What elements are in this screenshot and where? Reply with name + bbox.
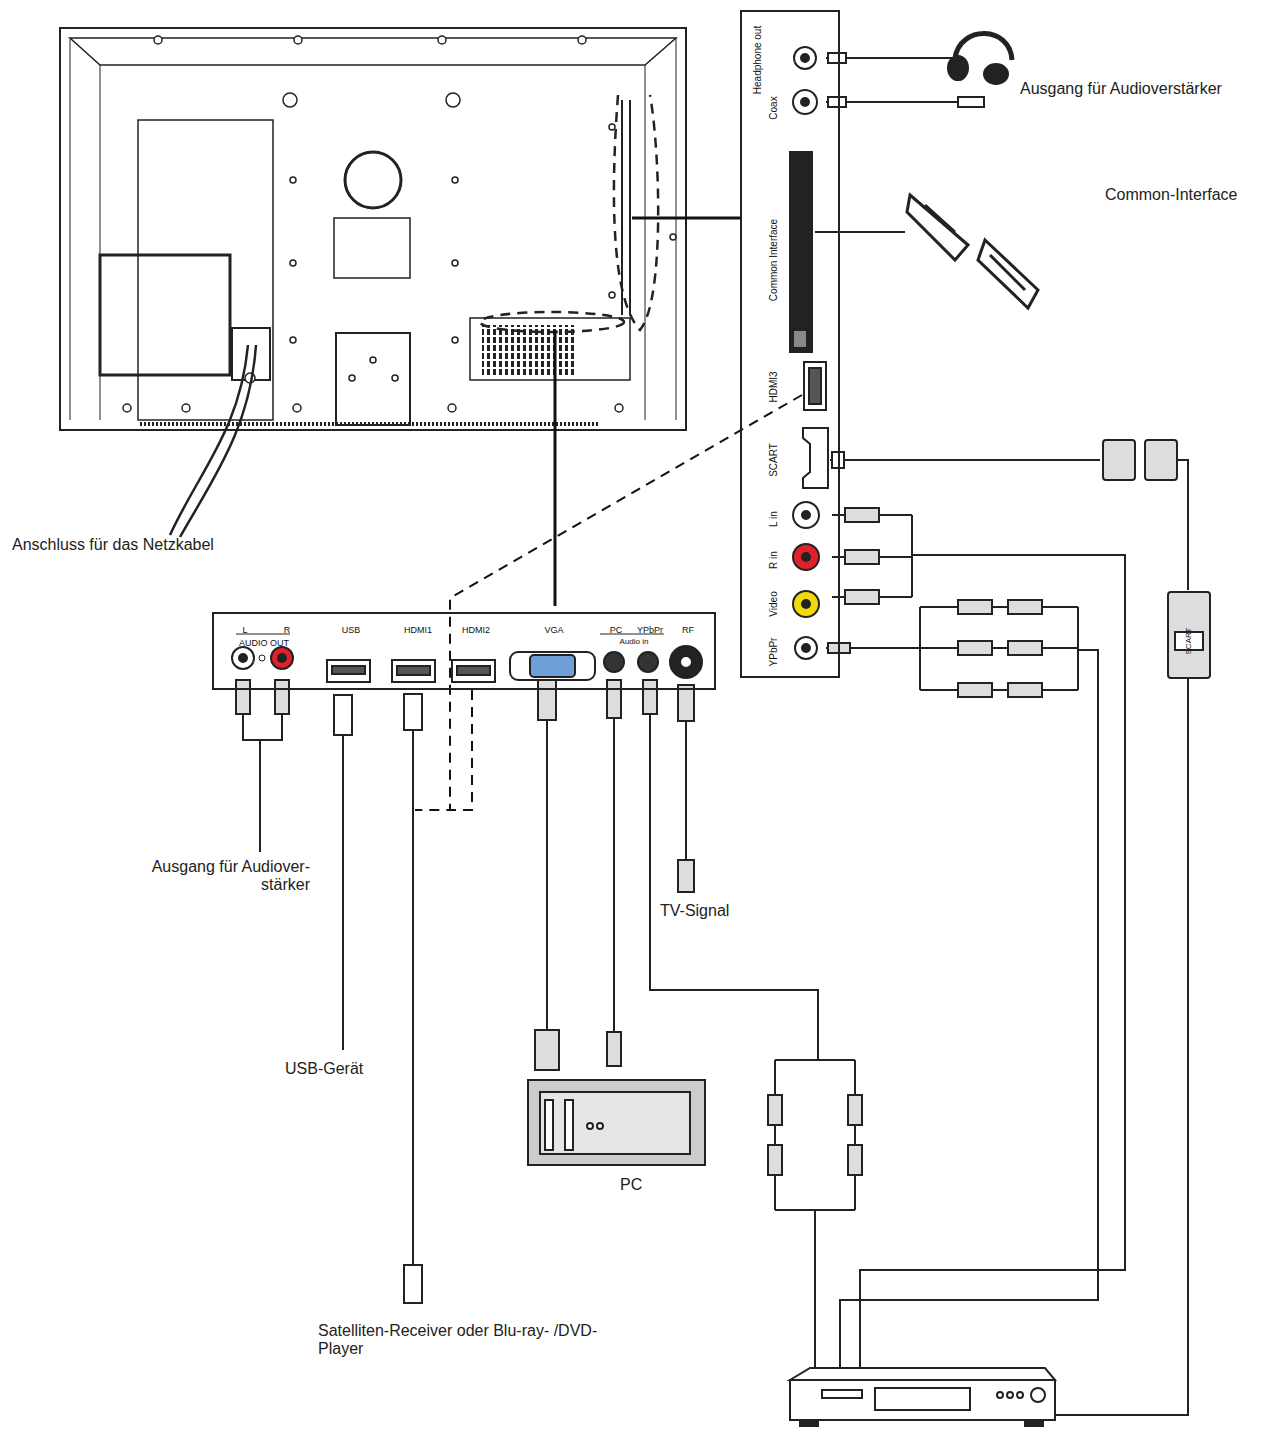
port-label: YPbPr <box>769 638 779 667</box>
adapter-label: SCART <box>1184 628 1193 655</box>
port-label: R <box>284 626 291 635</box>
side-panel-ports <box>790 47 828 659</box>
port-label: RF <box>682 626 694 635</box>
pc-tower <box>528 1080 705 1165</box>
power-cable <box>170 345 256 537</box>
port-label: Headphone out <box>753 26 763 94</box>
port-label: VGA <box>544 626 563 635</box>
port-label: L in <box>769 511 779 527</box>
port-label: Coax <box>769 96 779 119</box>
port-label: Audio in <box>620 638 649 646</box>
device-label: Satelliten-Receiver oder Blu-ray- /DVD-P… <box>318 1322 618 1359</box>
port-label: PC <box>610 626 623 635</box>
port-label: USB <box>342 626 361 635</box>
port-label: SCART <box>769 443 779 477</box>
device-label: PC <box>620 1176 642 1194</box>
output-label: Ausgang für Audiover- stärker <box>110 858 310 895</box>
port-label: HDMI3 <box>769 371 779 402</box>
device-label: USB-Gerät <box>285 1060 363 1078</box>
bottom-panel-ports <box>232 634 702 682</box>
side-port-panel: Headphone outCoaxCommon InterfaceHDMI3SC… <box>740 10 840 678</box>
ci-label: Common-Interface <box>1105 186 1238 204</box>
side-cables <box>815 33 1210 1415</box>
port-label: R in <box>769 551 779 569</box>
port-label: AUDIO OUT <box>239 639 289 648</box>
tv-screws <box>123 36 676 412</box>
port-label: YPbPr <box>637 626 663 635</box>
power-label: Anschluss für das Netzkabel <box>12 536 214 554</box>
bottom-port-panel: AUDIO OUT L R USB HDMI1 HDMI2 VGA PC YPbPrAudio … <box>212 612 716 690</box>
port-label: L <box>242 626 247 635</box>
port-label: HDMI1 <box>404 626 432 635</box>
signal-label: TV-Signal <box>660 902 729 920</box>
port-label: HDMI2 <box>462 626 490 635</box>
output-label: Ausgang für Audioverstärker <box>1020 80 1222 98</box>
port-label: Video <box>769 591 779 616</box>
dvd-player <box>790 1368 1055 1426</box>
panel-leaders <box>415 218 802 810</box>
port-label: Common Interface <box>769 219 779 301</box>
bottom-cables <box>236 680 862 1380</box>
tv-back <box>60 28 686 430</box>
